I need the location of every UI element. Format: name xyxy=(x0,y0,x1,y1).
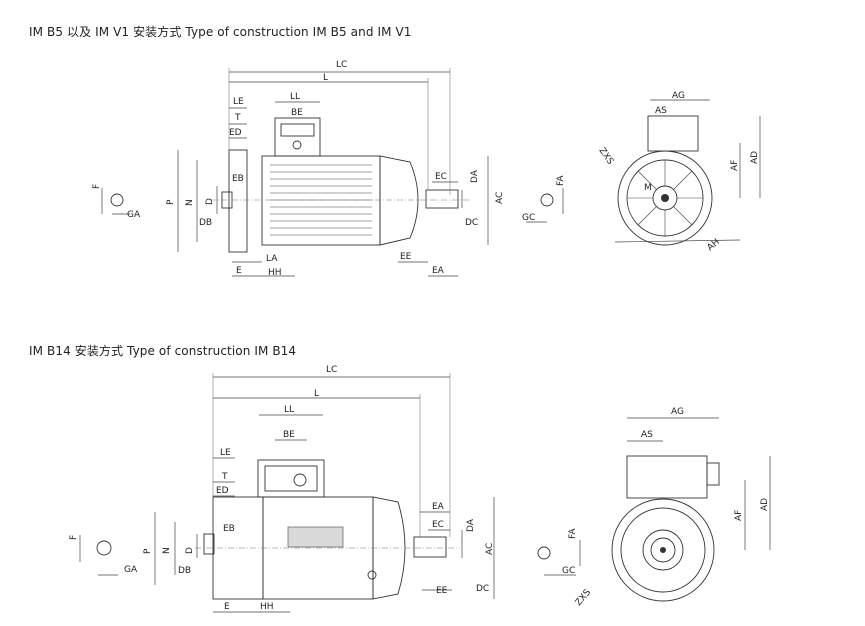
dim-da: DA xyxy=(470,169,480,183)
dimension-labels-b5: LC L LE LL BE T ED EB P N D DB E LA HH E… xyxy=(166,60,505,278)
dim-ea: EA xyxy=(432,266,445,276)
dim-ed-b14: ED xyxy=(216,486,229,496)
dim-db: DB xyxy=(199,218,212,228)
shaft-key-left-b5: F GA xyxy=(92,184,141,220)
dim-le-b14: LE xyxy=(220,448,231,458)
dim-d-b14: D xyxy=(185,547,195,554)
dim-lc: LC xyxy=(336,60,347,70)
caption-im-b14: IM B14 安装方式 Type of construction IM B14 xyxy=(29,344,297,358)
dim-le: LE xyxy=(233,97,244,107)
dim-ad: AD xyxy=(750,151,760,164)
dim-eb-b14: EB xyxy=(223,524,235,534)
dim-ad-b14: AD xyxy=(760,498,770,511)
shaft-key-right-b14: FA GC xyxy=(537,528,581,576)
dim-d: D xyxy=(205,198,215,205)
dim-da-b14: DA xyxy=(466,518,476,532)
dim-fa: FA xyxy=(556,175,566,186)
motor-side-view-b14 xyxy=(154,373,495,613)
dim-ll: LL xyxy=(290,92,300,102)
motor-end-view-b14: AG AS AF AD ZXS xyxy=(574,407,771,608)
dim-ah: AH xyxy=(705,237,721,253)
dim-hh-b14: HH xyxy=(260,602,274,612)
dim-p: P xyxy=(166,199,176,205)
dim-p-b14: P xyxy=(143,548,153,554)
dim-l-b14: L xyxy=(314,389,319,399)
dim-be: BE xyxy=(291,108,303,118)
dim-e-b14: E xyxy=(224,602,230,612)
shaft-key-right-b5: FA GC xyxy=(522,175,566,223)
dim-t: T xyxy=(234,113,241,123)
dim-ag: AG xyxy=(672,91,685,101)
dim-e: E xyxy=(236,266,242,276)
dim-as: AS xyxy=(655,106,667,116)
dim-f-b14: F xyxy=(69,535,79,540)
dim-zxs-b14: ZXS xyxy=(574,588,593,608)
dim-lc-b14: LC xyxy=(326,365,337,375)
dim-gc: GC xyxy=(522,213,535,223)
dim-l: L xyxy=(323,73,328,83)
dim-ac-b14: AC xyxy=(485,543,495,555)
dim-hh: HH xyxy=(268,268,282,278)
dim-ed: ED xyxy=(229,128,242,138)
dim-ec-b14: EC xyxy=(432,520,444,530)
dim-ll-b14: LL xyxy=(284,405,294,415)
dim-fa-b14: FA xyxy=(568,528,578,539)
dim-n: N xyxy=(185,199,195,206)
dim-db-b14: DB xyxy=(178,566,191,576)
dim-f: F xyxy=(92,184,102,189)
motor-side-view-b5 xyxy=(177,68,489,277)
dim-ee: EE xyxy=(400,252,412,262)
dim-as-b14: AS xyxy=(641,430,653,440)
dim-ga-b14: GA xyxy=(124,565,138,575)
dim-af-b14: AF xyxy=(734,510,744,521)
dim-gc-b14: GC xyxy=(562,566,575,576)
dim-t-b14: T xyxy=(221,472,228,482)
dimension-labels-b14: LC L LL BE LE T ED EB P N D DB E HH EA E… xyxy=(143,365,495,612)
dim-la: LA xyxy=(266,254,278,264)
dim-n-b14: N xyxy=(162,547,172,554)
dim-zxs: ZXS xyxy=(596,146,615,167)
dim-ag-b14: AG xyxy=(671,407,684,417)
dim-ac: AC xyxy=(495,192,505,204)
dim-m: M xyxy=(644,183,652,193)
caption-im-b5-v1: IM B5 以及 IM V1 安装方式 Type of construction… xyxy=(29,25,412,39)
dim-ga: GA xyxy=(127,210,141,220)
dim-eb: EB xyxy=(232,174,244,184)
dim-ee-b14: EE xyxy=(436,586,448,596)
shaft-key-left-b14: F GA xyxy=(69,535,138,576)
dim-dc: DC xyxy=(465,218,478,228)
motor-end-view-b5: AG AS AF AD AH M ZXS xyxy=(596,91,761,253)
dim-ec: EC xyxy=(435,172,447,182)
dim-dc-b14: DC xyxy=(476,584,489,594)
dim-ea-b14: EA xyxy=(432,502,445,512)
dim-be-b14: BE xyxy=(283,430,295,440)
dim-af: AF xyxy=(730,160,740,171)
